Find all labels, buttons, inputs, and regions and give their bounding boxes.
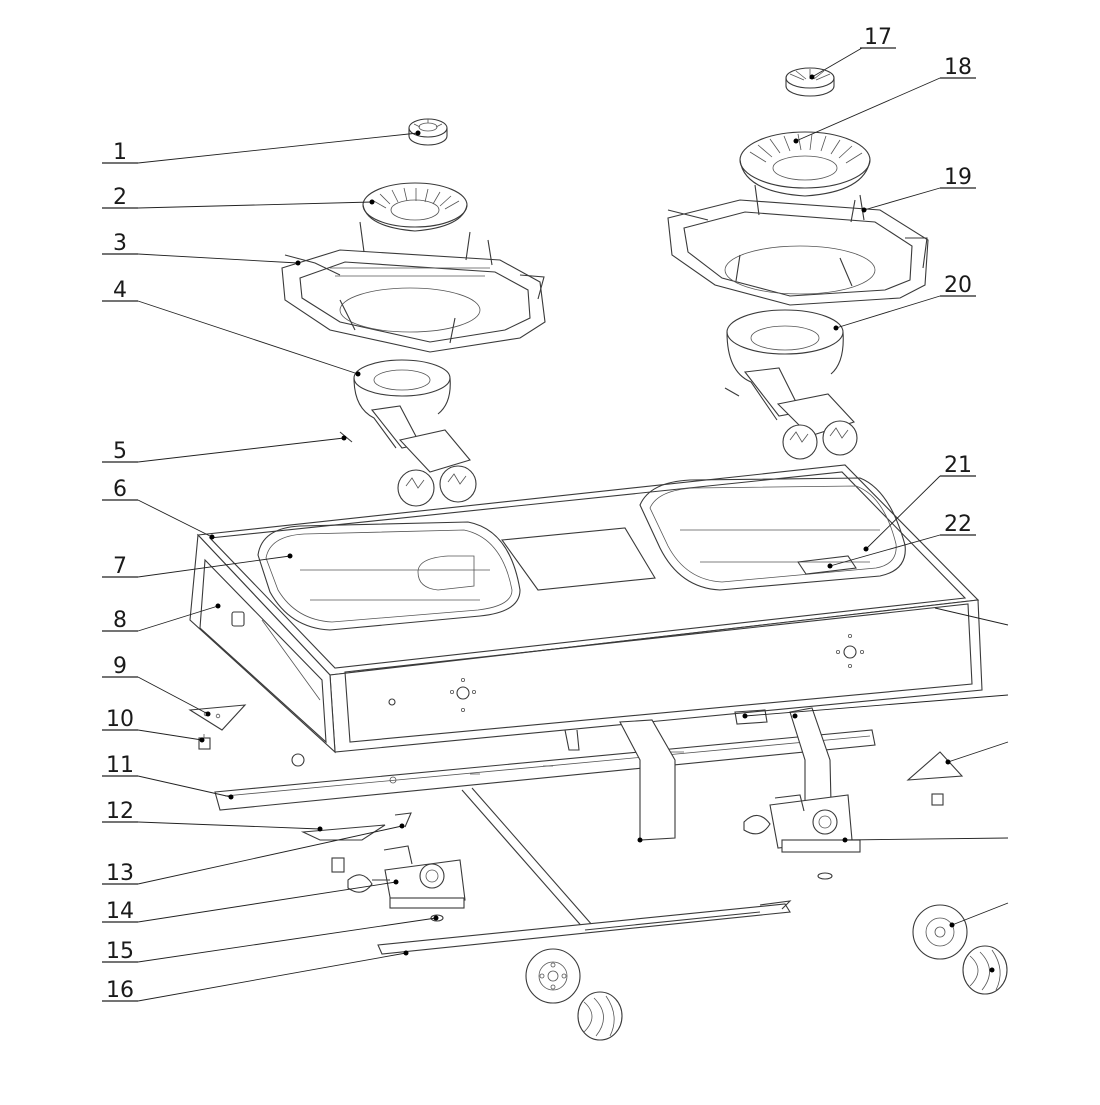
part-16-lower-frame bbox=[377, 787, 792, 955]
callout-5: 5 bbox=[113, 439, 127, 464]
part-7-left-burner-well bbox=[257, 521, 521, 631]
callout-21: 21 bbox=[944, 453, 972, 478]
part-10-foot-left bbox=[198, 734, 211, 750]
callout-7: 7 bbox=[113, 554, 127, 579]
callout-15: 15 bbox=[106, 939, 134, 964]
callout-17: 17 bbox=[864, 25, 892, 50]
callout-3: 3 bbox=[113, 231, 127, 256]
callout-2: 2 bbox=[113, 185, 127, 210]
callout-underlines bbox=[102, 47, 976, 1002]
callout-1: 1 bbox=[113, 140, 127, 165]
corner-bracket-right bbox=[906, 751, 964, 806]
callout-9: 9 bbox=[113, 654, 127, 679]
callout-18: 18 bbox=[944, 55, 972, 80]
part-15-knob-left bbox=[525, 948, 623, 1041]
part-1-burner-cap-small bbox=[408, 118, 448, 146]
part-17-burner-cap-right bbox=[785, 67, 835, 97]
part-6-stove-top-panel bbox=[189, 464, 983, 754]
callout-16: 16 bbox=[106, 978, 134, 1003]
part-4-burner-base-left bbox=[353, 359, 471, 473]
part-22-bracket bbox=[797, 555, 857, 575]
callout-8: 8 bbox=[113, 608, 127, 633]
callout-22: 22 bbox=[944, 512, 972, 537]
front-valve-holes bbox=[291, 634, 865, 767]
part-8-side-panel bbox=[231, 611, 245, 627]
leader-lines bbox=[137, 47, 1009, 1002]
part-5-injector-left bbox=[339, 431, 477, 507]
callout-19: 19 bbox=[944, 165, 972, 190]
part-20-burner-base-right bbox=[724, 309, 858, 460]
part-12-bracket-plate bbox=[300, 812, 412, 841]
part-13-gas-valve-right bbox=[743, 794, 861, 880]
callout-12: 12 bbox=[106, 799, 134, 824]
part-18-burner-crown-right bbox=[739, 131, 871, 197]
part-14-gas-valve-left bbox=[331, 845, 466, 909]
callout-14: 14 bbox=[106, 899, 134, 924]
callout-11: 11 bbox=[106, 753, 134, 778]
knob-right bbox=[912, 904, 1008, 995]
callout-4: 4 bbox=[113, 278, 127, 303]
leader-dots bbox=[199, 74, 995, 973]
part-2-burner-crown-left bbox=[362, 182, 468, 232]
callout-20: 20 bbox=[944, 273, 972, 298]
part-19-pan-support-right bbox=[667, 184, 929, 306]
part-3-pan-support-left bbox=[281, 221, 546, 353]
callout-13: 13 bbox=[106, 861, 134, 886]
callout-10: 10 bbox=[106, 707, 134, 732]
callout-6: 6 bbox=[113, 477, 127, 502]
callout-labels: 1 2 3 4 5 6 7 8 9 10 11 12 13 14 15 16 1… bbox=[106, 25, 972, 1003]
